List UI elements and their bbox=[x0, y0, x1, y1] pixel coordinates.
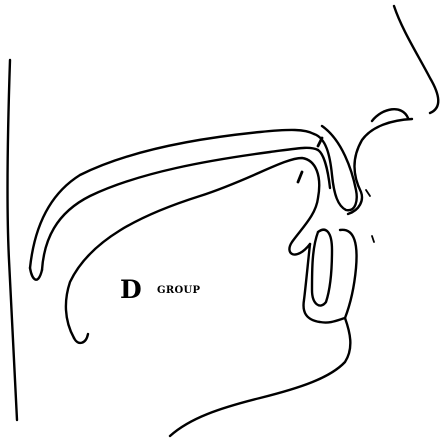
lower-jaw-inner bbox=[304, 244, 345, 323]
soft-palate-loop bbox=[30, 268, 42, 280]
tongue-underside bbox=[74, 334, 88, 343]
nose-outline bbox=[394, 6, 438, 113]
lip-detail-mark bbox=[372, 236, 374, 242]
chin-outline bbox=[170, 318, 350, 436]
group-word-label: GROUP bbox=[157, 286, 200, 296]
tongue-tooth-mark bbox=[298, 172, 302, 182]
lower-incisor bbox=[312, 230, 332, 306]
pharynx-wall-line bbox=[7, 60, 17, 420]
group-letter-label: D bbox=[120, 277, 142, 302]
lip-corner-mark bbox=[366, 190, 370, 196]
lower-lip bbox=[340, 230, 357, 318]
tongue-outline bbox=[66, 158, 319, 338]
upper-tooth-mark bbox=[318, 138, 322, 146]
